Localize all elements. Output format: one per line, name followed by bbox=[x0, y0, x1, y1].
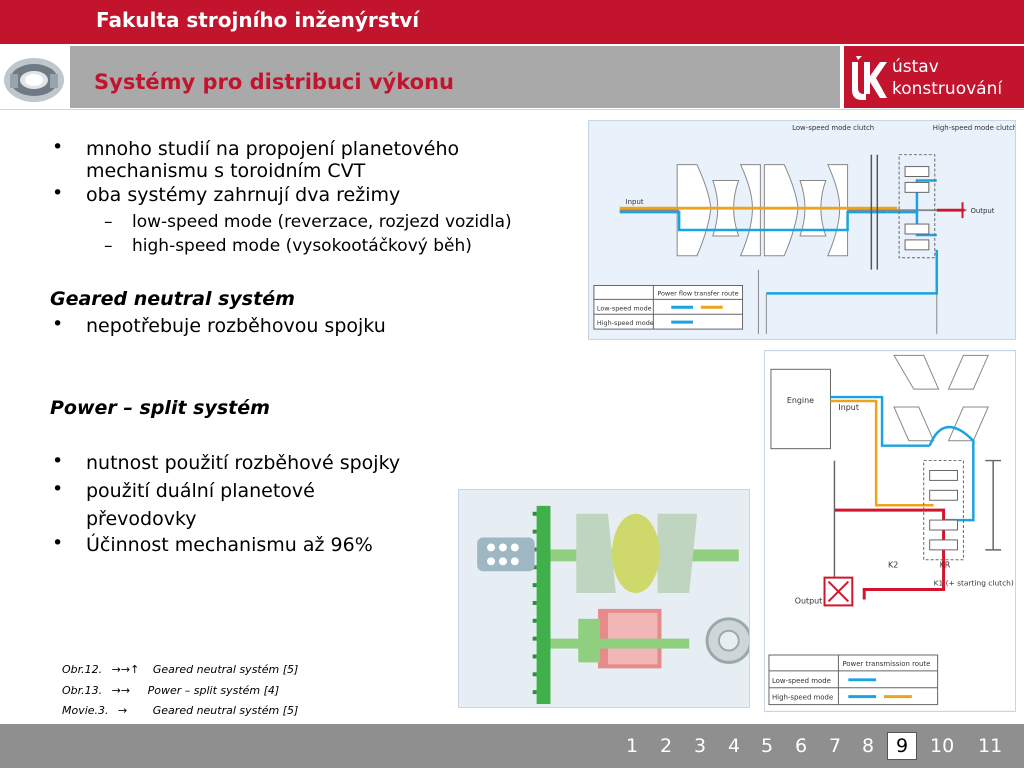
bullet-text: mnoho studií na propojení planetového me… bbox=[86, 138, 460, 182]
geared-neutral-diagram: Low-speed mode clutch High-speed mode cl… bbox=[588, 120, 1016, 340]
k2-label: K2 bbox=[888, 561, 898, 570]
top-bar bbox=[0, 0, 1024, 44]
bullet-mark: • bbox=[52, 478, 64, 500]
kr-label: KR bbox=[940, 561, 951, 570]
caption-text: Geared neutral systém [5] bbox=[152, 704, 299, 717]
bullet-text-continuation: převodovky bbox=[86, 508, 197, 530]
uk-logo-icon bbox=[852, 56, 887, 100]
bullet-mark: • bbox=[52, 450, 64, 472]
low-clutch-label: Low-speed mode clutch bbox=[792, 124, 874, 132]
bullet-text: nepotřebuje rozběhovou spojku bbox=[86, 315, 386, 337]
caption-obr12: Obr.12. →→↑ Geared neutral systém [5] bbox=[62, 663, 298, 676]
engine-label: Engine bbox=[787, 396, 814, 405]
geared-heading: Geared neutral systém bbox=[50, 288, 295, 310]
route-legend-table: Power transmission route Low-speed mode … bbox=[768, 654, 939, 706]
caption-id: Movie.3. bbox=[62, 704, 109, 717]
legend-row-low: Low-speed mode bbox=[597, 304, 652, 312]
page-link-10[interactable]: 10 bbox=[930, 735, 955, 757]
logo-line-2: konstruování bbox=[892, 79, 1003, 99]
logo-line-1: ústav bbox=[892, 57, 939, 77]
sub-bullet-mark: – bbox=[104, 212, 113, 232]
caption-movie3[interactable]: Movie.3. → Geared neutral systém [5] bbox=[62, 704, 298, 717]
bullet-mark: • bbox=[52, 532, 64, 554]
legend-row-high: High-speed mode bbox=[597, 319, 654, 327]
bullet-mark: • bbox=[52, 136, 64, 158]
page-link-11[interactable]: 11 bbox=[978, 735, 1003, 757]
page-link-2[interactable]: 2 bbox=[660, 735, 673, 757]
bearing-image bbox=[4, 58, 64, 102]
legend-row-high: High-speed mode bbox=[772, 694, 833, 702]
legend-header: Power flow transfer route bbox=[657, 289, 738, 297]
caption-obr13: Obr.13. →→ Power – split systém [4] bbox=[62, 684, 279, 697]
sub-bullet-text: high-speed mode (vysokootáčkový běh) bbox=[132, 236, 472, 256]
page-link-4[interactable]: 4 bbox=[728, 735, 741, 757]
caption-text: Geared neutral systém [5] bbox=[152, 663, 299, 676]
caption-text: Power – split systém [4] bbox=[147, 684, 280, 697]
page-link-7[interactable]: 7 bbox=[829, 735, 842, 757]
bullet-text: použití duální planetové bbox=[86, 480, 315, 502]
bullet-mark: • bbox=[52, 182, 64, 204]
page-link-8[interactable]: 8 bbox=[862, 735, 875, 757]
page-link-5[interactable]: 5 bbox=[761, 735, 774, 757]
page-link-6[interactable]: 6 bbox=[795, 735, 808, 757]
power-split-diagram: Engine Input Output K2 KR K1 (+ starting… bbox=[764, 350, 1016, 712]
bullet-text: oba systémy zahrnují dva režimy bbox=[86, 184, 401, 206]
caption-arrows: →→↑ bbox=[111, 663, 140, 676]
bullet-text: nutnost použití rozběhové spojky bbox=[86, 452, 401, 474]
output-gear-icon bbox=[823, 576, 854, 607]
sub-bullet-text: low-speed mode (reverzace, rozjezd vozid… bbox=[132, 212, 512, 232]
bullet-text: Účinnost mechanismu až 96% bbox=[86, 534, 373, 556]
sub-bullet-mark: – bbox=[104, 236, 113, 256]
caption-id: Obr.12. bbox=[62, 663, 103, 676]
caption-arrows: →→ bbox=[111, 684, 131, 697]
page-title: Systémy pro distribuci výkonu bbox=[94, 70, 454, 94]
faculty-name: Fakulta strojního inženýrství bbox=[96, 8, 420, 32]
toroidal-variator bbox=[893, 354, 989, 442]
input-label: Input bbox=[838, 403, 859, 412]
bullet-mark: • bbox=[52, 313, 64, 335]
footer-bar bbox=[0, 724, 1024, 768]
route-legend-table: Power flow transfer route Low-speed mode… bbox=[593, 284, 744, 330]
title-box bbox=[70, 46, 840, 108]
page-link-9-current[interactable]: 9 bbox=[887, 732, 917, 760]
output-label: Output bbox=[970, 207, 994, 215]
page-link-1[interactable]: 1 bbox=[626, 735, 639, 757]
geared-neutral-3d-render[interactable] bbox=[458, 489, 750, 708]
input-label: Input bbox=[626, 198, 644, 206]
logo-text: ústav konstruování bbox=[892, 56, 1002, 100]
split-heading: Power – split systém bbox=[50, 397, 270, 419]
legend-row-low: Low-speed mode bbox=[772, 677, 831, 685]
page-link-3[interactable]: 3 bbox=[694, 735, 707, 757]
high-clutch-label: High-speed mode clutch bbox=[933, 124, 1016, 132]
k1-label: K1 (+ starting clutch) bbox=[934, 579, 1014, 588]
caption-id: Obr.13. bbox=[62, 684, 103, 697]
caption-arrows: → bbox=[118, 704, 128, 717]
output-label: Output bbox=[795, 596, 823, 605]
legend-header: Power transmission route bbox=[842, 660, 930, 668]
